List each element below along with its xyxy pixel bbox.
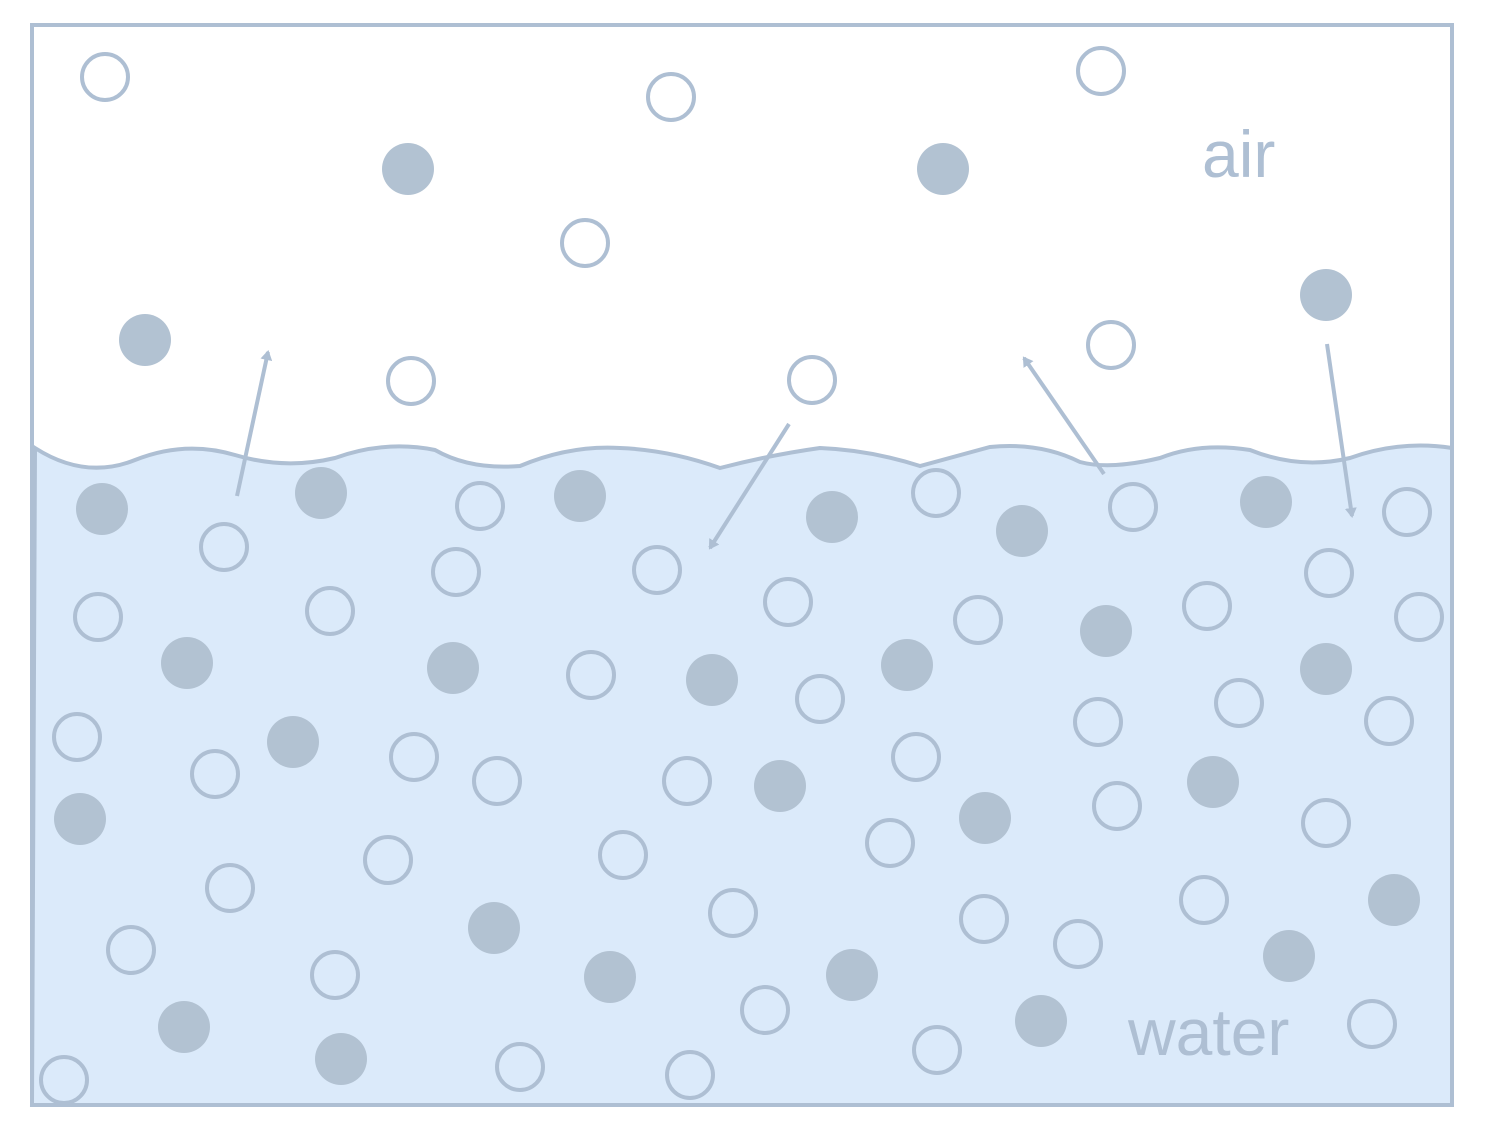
hollow-particle	[763, 577, 813, 627]
hollow-particle	[363, 835, 413, 885]
solid-particle	[54, 793, 106, 845]
solid-particle	[427, 642, 479, 694]
hollow-particle	[665, 1050, 715, 1100]
arrow-layer	[235, 343, 1357, 550]
hollow-particle	[39, 1055, 89, 1105]
hollow-particle	[106, 925, 156, 975]
solid-particle	[1263, 930, 1315, 982]
hollow-particle	[708, 888, 758, 938]
hollow-particle	[740, 985, 790, 1035]
hollow-particle	[1092, 781, 1142, 831]
hollow-particle	[305, 586, 355, 636]
solid-particle	[881, 639, 933, 691]
solid-particle	[468, 902, 520, 954]
hollow-particle	[1182, 581, 1232, 631]
solid-particle	[295, 467, 347, 519]
hollow-particle	[1086, 320, 1136, 370]
hollow-particle	[1108, 482, 1158, 532]
hollow-particle	[495, 1042, 545, 1092]
hollow-particle	[199, 522, 249, 572]
hollow-particle	[891, 732, 941, 782]
solid-particle	[996, 505, 1048, 557]
hollow-particle	[1304, 548, 1354, 598]
solid-particle	[686, 654, 738, 706]
hollow-particle	[959, 894, 1009, 944]
particle-layer	[39, 46, 1444, 1105]
solid-particle	[806, 491, 858, 543]
hollow-particle	[787, 355, 837, 405]
hollow-particle	[1053, 919, 1103, 969]
solid-particle	[754, 760, 806, 812]
solid-particle	[1080, 605, 1132, 657]
hollow-particle	[1214, 678, 1264, 728]
evaporation-arrow-left	[235, 350, 273, 497]
hollow-particle	[455, 481, 505, 531]
hollow-particle	[1301, 798, 1351, 848]
air-label: air	[1202, 117, 1275, 191]
hollow-particle	[953, 595, 1003, 645]
solid-particle	[554, 470, 606, 522]
hollow-particle	[1394, 592, 1444, 642]
solid-particle	[917, 143, 969, 195]
hollow-particle	[795, 674, 845, 724]
solid-particle	[1187, 756, 1239, 808]
solid-particle	[584, 951, 636, 1003]
solid-particle	[382, 143, 434, 195]
hollow-particle	[566, 650, 616, 700]
hollow-particle	[598, 830, 648, 880]
solid-particle	[158, 1001, 210, 1053]
hollow-particle	[912, 1025, 962, 1075]
solid-particle	[119, 314, 171, 366]
hollow-particle	[632, 545, 682, 595]
hollow-particle	[310, 950, 360, 1000]
evaporation-arrow-right	[1022, 356, 1106, 476]
solid-particle	[1368, 874, 1420, 926]
solid-particle	[959, 792, 1011, 844]
water-label: water	[1127, 995, 1289, 1069]
solid-particle	[267, 716, 319, 768]
hollow-particle	[1364, 696, 1414, 746]
solid-particle	[1015, 995, 1067, 1047]
solid-particle	[826, 949, 878, 1001]
hollow-particle	[1076, 46, 1126, 96]
container-frame	[30, 23, 1454, 1107]
solid-particle	[76, 483, 128, 535]
hollow-particle	[1073, 697, 1123, 747]
hollow-particle	[911, 468, 961, 518]
hollow-particle	[646, 72, 696, 122]
hollow-particle	[1179, 875, 1229, 925]
hollow-particle	[205, 863, 255, 913]
solid-particle	[1300, 269, 1352, 321]
hollow-particle	[386, 356, 436, 406]
condensation-arrow-right	[1325, 343, 1357, 518]
hollow-particle	[662, 756, 712, 806]
hollow-particle	[73, 592, 123, 642]
condensation-arrow-center	[708, 422, 791, 550]
hollow-particle	[560, 218, 610, 268]
hollow-particle	[865, 818, 915, 868]
hollow-particle	[431, 547, 481, 597]
hollow-particle	[472, 756, 522, 806]
hollow-particle	[389, 732, 439, 782]
hollow-particle	[52, 712, 102, 762]
hollow-particle	[1347, 999, 1397, 1049]
solid-particle	[161, 637, 213, 689]
solid-particle	[1240, 476, 1292, 528]
solid-particle	[1300, 643, 1352, 695]
hollow-particle	[1382, 487, 1432, 537]
hollow-particle	[80, 52, 130, 102]
hollow-particle	[190, 749, 240, 799]
solid-particle	[315, 1033, 367, 1085]
